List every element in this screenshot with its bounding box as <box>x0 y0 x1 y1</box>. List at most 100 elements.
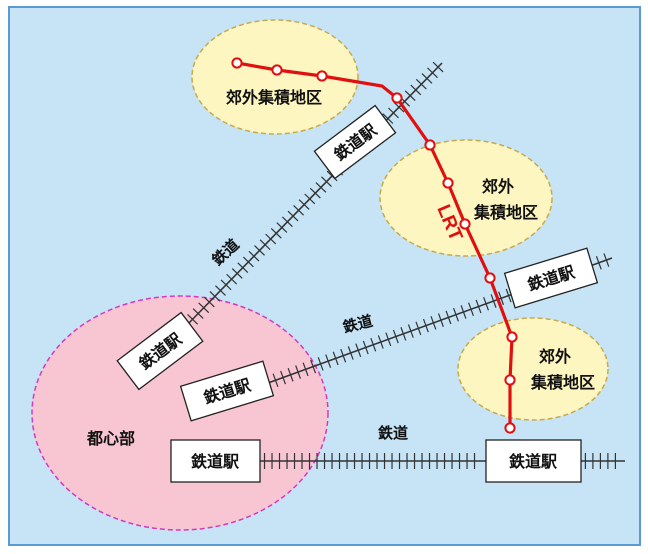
city-center-label: 都心部 <box>86 429 135 448</box>
rail-tie <box>282 216 293 228</box>
lrt-stop <box>504 422 516 434</box>
suburb-label-middle-1: 郊外 <box>482 177 514 196</box>
rail-tie <box>276 222 288 233</box>
lrt-stop <box>231 57 243 69</box>
rail-tie <box>505 288 512 303</box>
rail-tie <box>326 170 338 182</box>
lrt-stop <box>316 70 328 82</box>
rail-tie <box>410 84 422 96</box>
railway-label-bottom: 鉄道 <box>378 424 408 442</box>
rail-tie <box>595 255 602 270</box>
rail-line <box>186 62 443 326</box>
rail-tie <box>272 373 279 388</box>
rail-tie <box>226 273 238 285</box>
rail-tie <box>468 302 474 317</box>
station-box <box>170 439 261 483</box>
rail-tie <box>310 359 317 374</box>
lrt-stops <box>231 57 518 434</box>
rail-tie <box>385 332 392 347</box>
rail-tie <box>192 308 204 319</box>
rail-tie <box>430 316 437 330</box>
rail-tie <box>362 340 369 355</box>
rail-tie <box>475 299 482 314</box>
rail-tie <box>187 313 199 325</box>
suburban-zone-middle <box>379 139 553 257</box>
rail-tie <box>340 348 347 363</box>
railway-bottom-right <box>581 453 625 469</box>
railway-lines <box>181 61 625 469</box>
station-center-mid: 鉄道駅 <box>179 360 275 422</box>
rail-tie <box>347 346 354 360</box>
lrt-stop <box>504 374 516 386</box>
rail-tie <box>445 310 452 325</box>
rail-tie <box>490 294 497 308</box>
lrt-stop <box>506 331 518 343</box>
rail-tie <box>407 324 414 338</box>
rail-tie <box>287 210 299 222</box>
rail-tie <box>203 296 215 308</box>
rail-tie <box>422 318 429 333</box>
station-center-bottom: 鉄道駅 <box>170 439 261 483</box>
rail-tie <box>460 305 467 319</box>
station-box <box>503 247 599 309</box>
lrt-stop <box>484 272 496 284</box>
rail-tie <box>404 90 416 101</box>
rail-tie <box>400 327 407 341</box>
rail-tie <box>259 239 271 251</box>
rail-tie <box>298 199 310 210</box>
rail-tie <box>453 307 459 322</box>
rail-tie <box>432 61 444 73</box>
rail-tie <box>265 233 277 245</box>
rail-tie <box>309 187 321 199</box>
rail-tie <box>370 337 377 352</box>
lrt-stop <box>391 92 403 104</box>
lrt-stop <box>271 64 283 76</box>
rail-tie <box>215 285 226 296</box>
lrt-line <box>236 61 514 428</box>
rail-tie <box>220 279 232 291</box>
rail-tie <box>254 245 265 256</box>
station-box <box>179 360 275 422</box>
suburb-label-lower-1: 郊外 <box>539 347 571 366</box>
rail-tie <box>302 362 309 377</box>
suburb-label-top: 郊外集積地区 <box>226 88 322 107</box>
rail-tie <box>317 357 324 371</box>
rail-tie <box>483 296 490 311</box>
rail-tie <box>270 227 282 239</box>
suburban-zone-top <box>191 19 359 135</box>
rail-tie <box>415 78 427 90</box>
rail-tie <box>293 205 305 216</box>
rail-tie <box>287 368 294 382</box>
station-right-mid: 鉄道駅 <box>503 247 599 309</box>
rail-tie <box>315 182 327 193</box>
rail-tie <box>237 262 249 273</box>
suburban-zone-lower <box>457 317 609 421</box>
lrt-stop <box>459 218 471 230</box>
station-box <box>485 439 582 483</box>
lrt-stop <box>442 177 454 189</box>
station-box <box>116 311 204 391</box>
rail-tie <box>295 365 302 379</box>
rail-tie <box>280 370 286 385</box>
station-bottom-right: 鉄道駅 <box>485 439 582 483</box>
station-label: 鉄道駅 <box>509 452 558 471</box>
station-label: 鉄道駅 <box>191 452 240 471</box>
rail-tie <box>198 302 210 314</box>
rail-tie <box>382 113 394 124</box>
rail-tie <box>427 67 438 79</box>
rail-tie <box>415 321 422 336</box>
rail-tie <box>421 73 433 84</box>
station-box <box>313 104 397 180</box>
rail-tie <box>321 176 332 187</box>
rail-tie <box>392 329 399 344</box>
rail-tie <box>355 343 362 357</box>
suburb-label-lower-2: 集積地区 <box>530 373 595 392</box>
lrt-stop <box>424 139 436 151</box>
rail-tie <box>388 107 399 119</box>
rail-tie <box>248 250 260 262</box>
rail-tie <box>393 101 405 113</box>
suburb-label-middle-2: 集積地区 <box>473 203 538 222</box>
rail-tie <box>242 256 254 268</box>
rail-tie <box>498 291 505 306</box>
